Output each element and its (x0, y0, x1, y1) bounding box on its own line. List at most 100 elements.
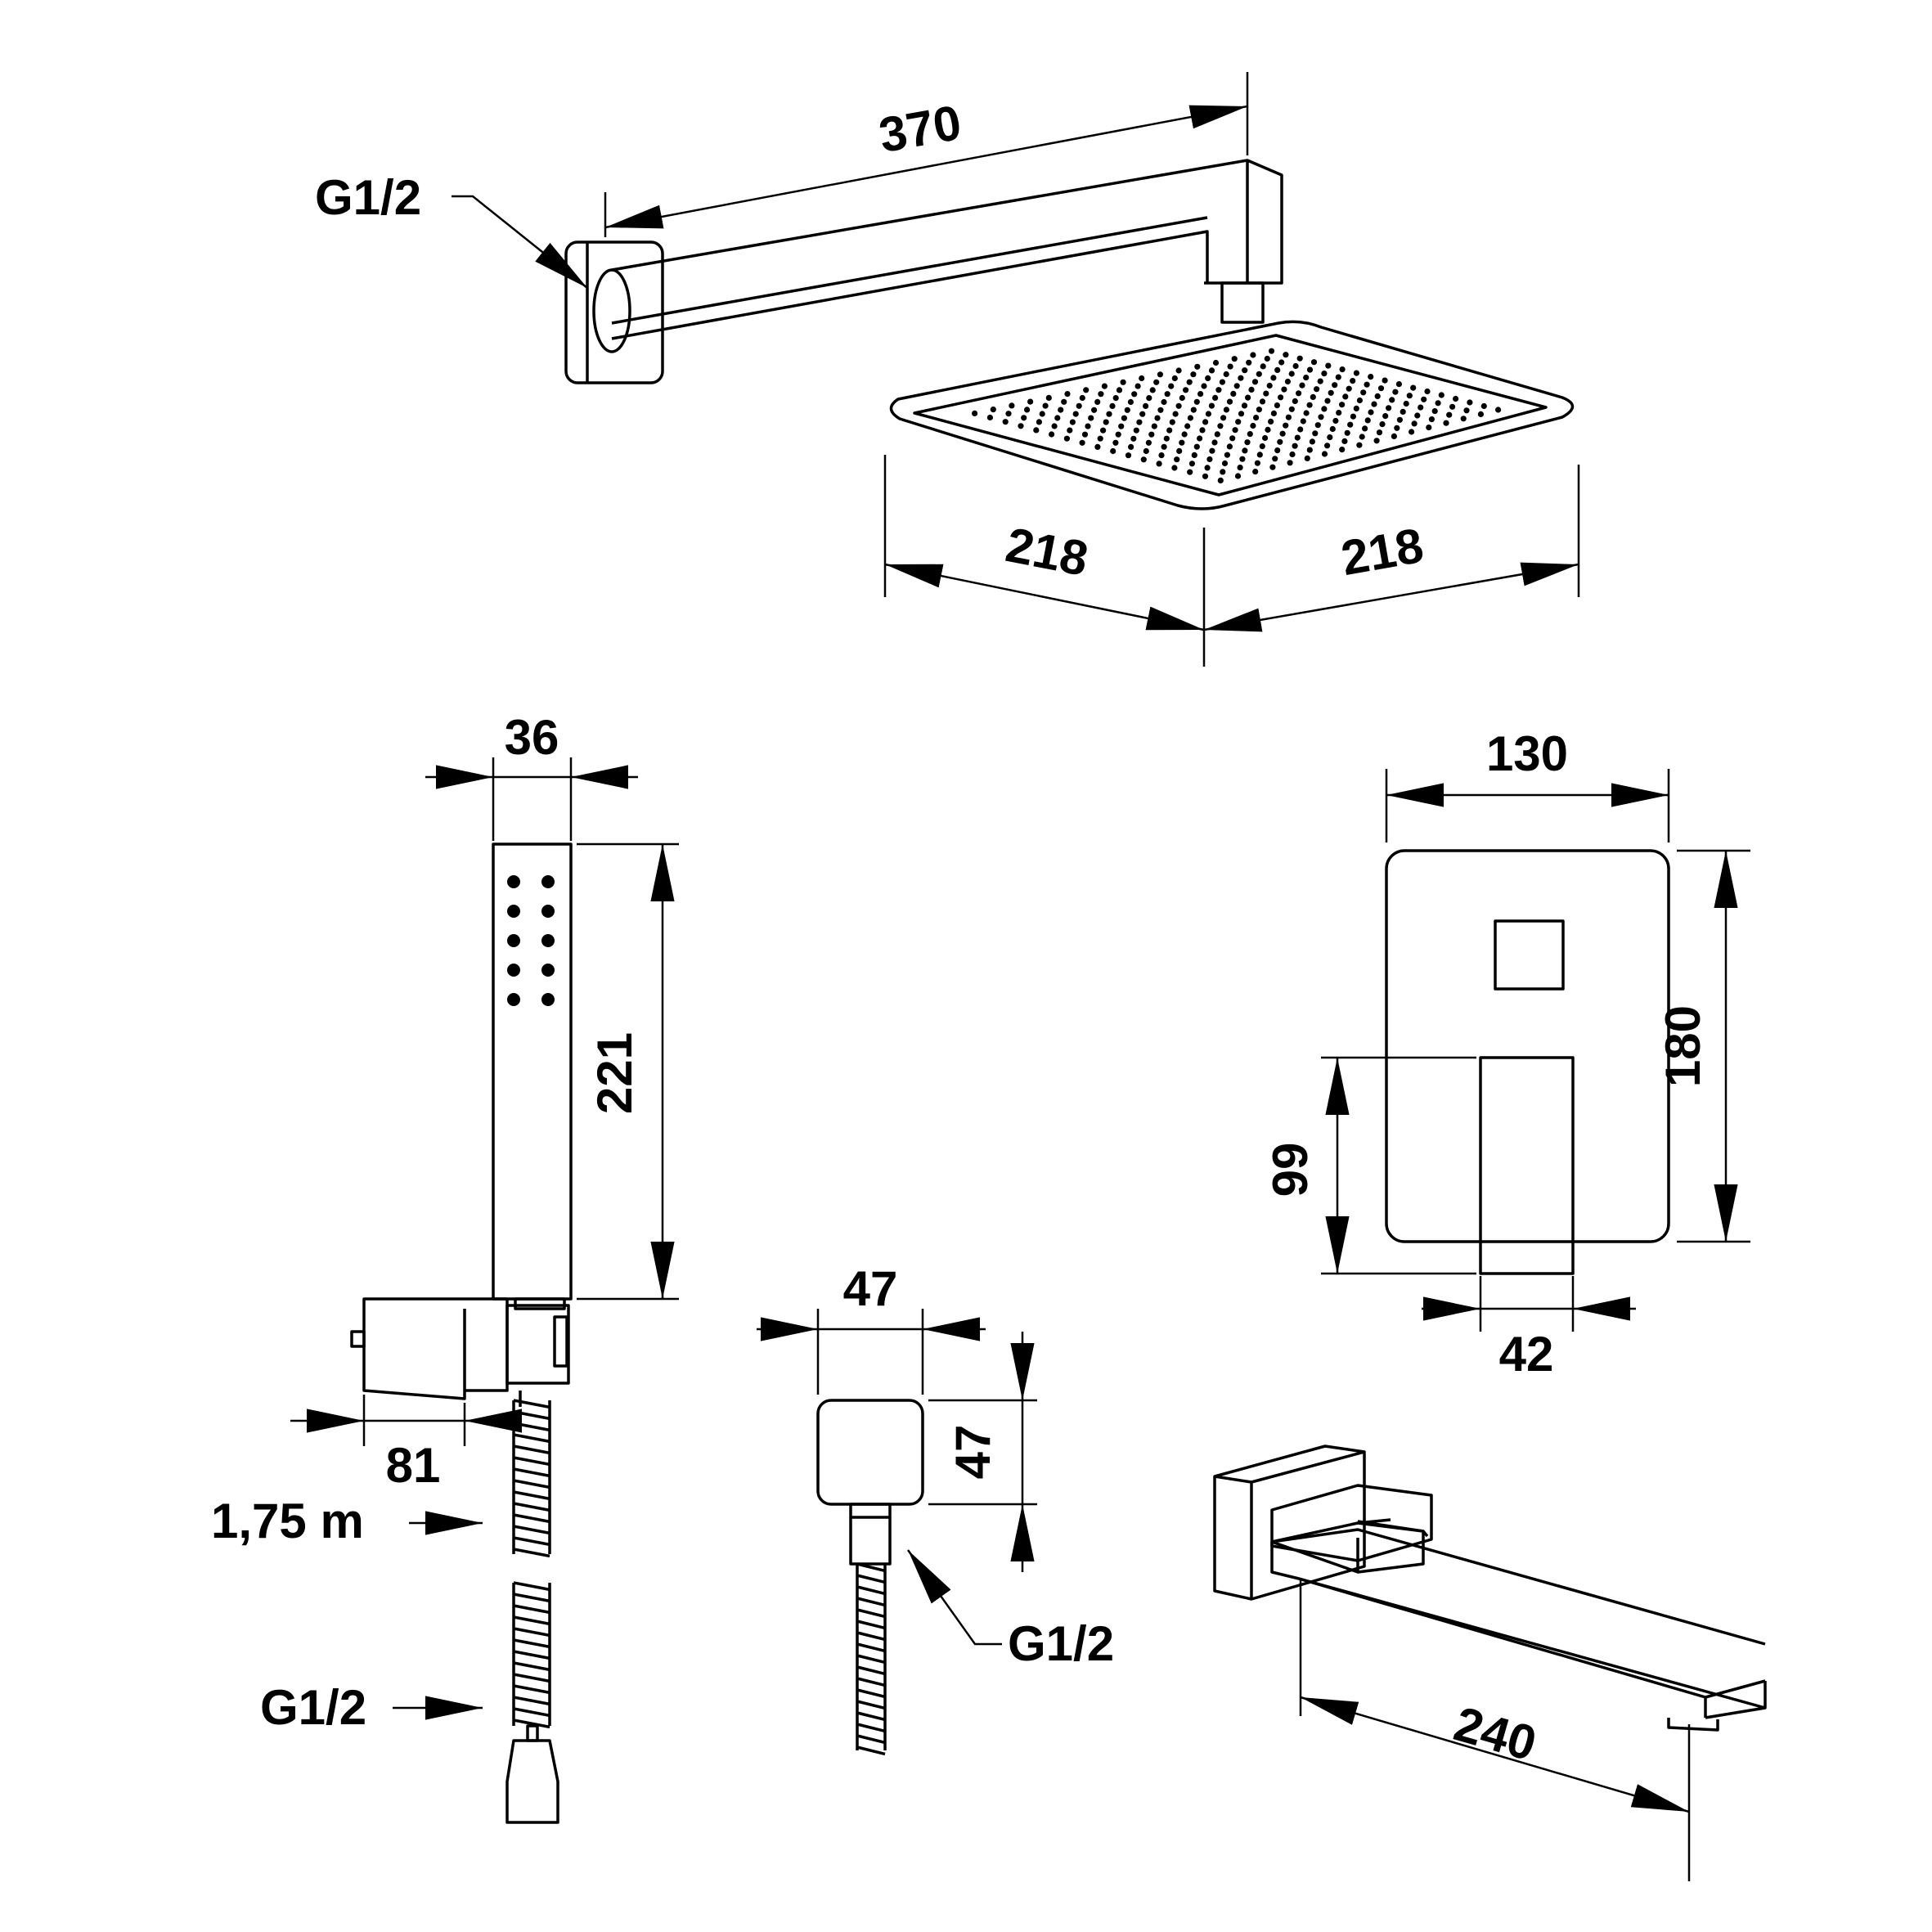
arm-length-label: 370 (875, 95, 965, 163)
nozzle-dot (1336, 410, 1342, 416)
nozzle-dot (1179, 394, 1185, 402)
nozzle-dot (1356, 442, 1363, 448)
nozzle-dot (1446, 411, 1453, 418)
hand-height-dimension: 221 (577, 842, 679, 1301)
nozzle-dot (1400, 408, 1406, 415)
nozzle-dot (1299, 382, 1305, 389)
nozzle-dot (1284, 378, 1291, 385)
nozzle-dot (1098, 391, 1104, 398)
nozzle-dot (507, 934, 520, 947)
nozzle-dot (1193, 443, 1200, 450)
nozzle-dot (1283, 352, 1289, 358)
nozzle-dot (1356, 397, 1363, 404)
nozzle-dot (1281, 386, 1287, 393)
spout-body-detail (1270, 1484, 1433, 1562)
nozzle-dot (1187, 469, 1193, 475)
nozzle-dot (1406, 393, 1413, 399)
nozzle-dot (1453, 395, 1459, 402)
nozzle-dot (1410, 384, 1417, 391)
nozzle-dot (1418, 404, 1424, 411)
nozzle-dot (1373, 438, 1380, 444)
nozzle-dot (1100, 427, 1107, 434)
hose-coil (513, 1661, 550, 1672)
nozzle-dot (1312, 430, 1319, 437)
nozzle-dot (1339, 447, 1346, 453)
hose-coil (513, 1615, 550, 1626)
nozzle-dot (1166, 427, 1173, 434)
nozzle-dot (1321, 371, 1328, 377)
nozzle-dot (1161, 398, 1167, 406)
nozzle-dot (1480, 402, 1487, 410)
nozzle-dot (1424, 388, 1431, 395)
nozzle-dot (1364, 381, 1370, 388)
nozzle-dot (1125, 452, 1132, 459)
nozzle-dot (1157, 371, 1163, 378)
hose-coil (856, 1654, 886, 1665)
nozzle-dot (1143, 447, 1149, 455)
nozzle-dot (1256, 371, 1262, 377)
nozzle-dot (507, 993, 520, 1006)
nozzle-dot (1431, 408, 1438, 415)
nozzle-dot (1317, 378, 1323, 384)
rain-shower-head (889, 320, 1575, 510)
nozzle-dot (1463, 407, 1470, 414)
nozzle-dot (1477, 411, 1484, 417)
nozzle-dot (1288, 406, 1295, 412)
nozzle-dot (507, 875, 520, 888)
nozzle-dot (1392, 389, 1399, 395)
nozzle-dot (1260, 363, 1266, 370)
outlet-width-label: 47 (843, 1261, 898, 1316)
nozzle-dot (1306, 366, 1314, 373)
nozzle-dot (1414, 412, 1421, 419)
nozzle-dot (1118, 423, 1125, 429)
hose-coil (513, 1536, 550, 1547)
nozzle-dot (1254, 460, 1260, 466)
nozzle-dot (1187, 415, 1193, 421)
plate-width-label: 130 (1486, 726, 1568, 781)
nozzle-dot (1128, 443, 1134, 451)
nozzle-dot (1201, 383, 1207, 389)
nozzle-dot (1145, 439, 1152, 446)
hose-coil (513, 1707, 550, 1718)
nozzle-dot (1274, 402, 1280, 409)
nozzle-dot (1265, 426, 1271, 434)
nozzle-dot (1130, 435, 1137, 442)
nozzle-dot (1175, 402, 1182, 409)
nozzle-dot (1274, 447, 1281, 454)
nozzle-dot (1226, 443, 1233, 450)
nozzle-dot (1124, 407, 1130, 413)
nozzle-dot (972, 410, 978, 416)
hose-coil (513, 1581, 550, 1592)
plate-width-dimension: 130 (1385, 726, 1670, 842)
nozzle-dot (1211, 439, 1218, 446)
hose-coil (513, 1502, 550, 1512)
nozzle-dot (1193, 398, 1200, 405)
arm-inlet-ring (592, 268, 631, 353)
hand-shower (492, 842, 573, 1301)
hose-coil (856, 1642, 886, 1653)
nozzle-dot (1230, 390, 1237, 397)
arm-inlet-thread-label: G1/2 (315, 170, 421, 225)
nozzle-dot (1428, 416, 1435, 423)
nozzle-dot (1097, 435, 1103, 442)
holder-depth-dimension: 81 (290, 1395, 522, 1493)
nozzle-dot (1148, 431, 1155, 438)
nozzle-dot (1244, 439, 1251, 446)
nozzle-dot (1278, 394, 1284, 401)
hose-coil (513, 1650, 550, 1660)
nozzle-dot (1303, 410, 1310, 416)
nozzle-dot (1335, 374, 1341, 380)
hose-coil (856, 1585, 886, 1596)
nozzle-dot (1296, 390, 1302, 397)
nozzle-dot (1285, 414, 1292, 420)
hose-coil (856, 1608, 886, 1619)
nozzle-dot (1085, 423, 1091, 429)
nozzle-dot (1181, 431, 1188, 438)
nozzle-dot (1234, 473, 1242, 479)
nozzle-dot (1212, 359, 1220, 366)
hose-coil (856, 1631, 886, 1642)
hose-length-leader: 1,75 m (211, 1494, 483, 1548)
nozzle-dot (1027, 398, 1034, 405)
nozzle-dot (1171, 465, 1178, 471)
nozzle-dot (1045, 394, 1052, 401)
